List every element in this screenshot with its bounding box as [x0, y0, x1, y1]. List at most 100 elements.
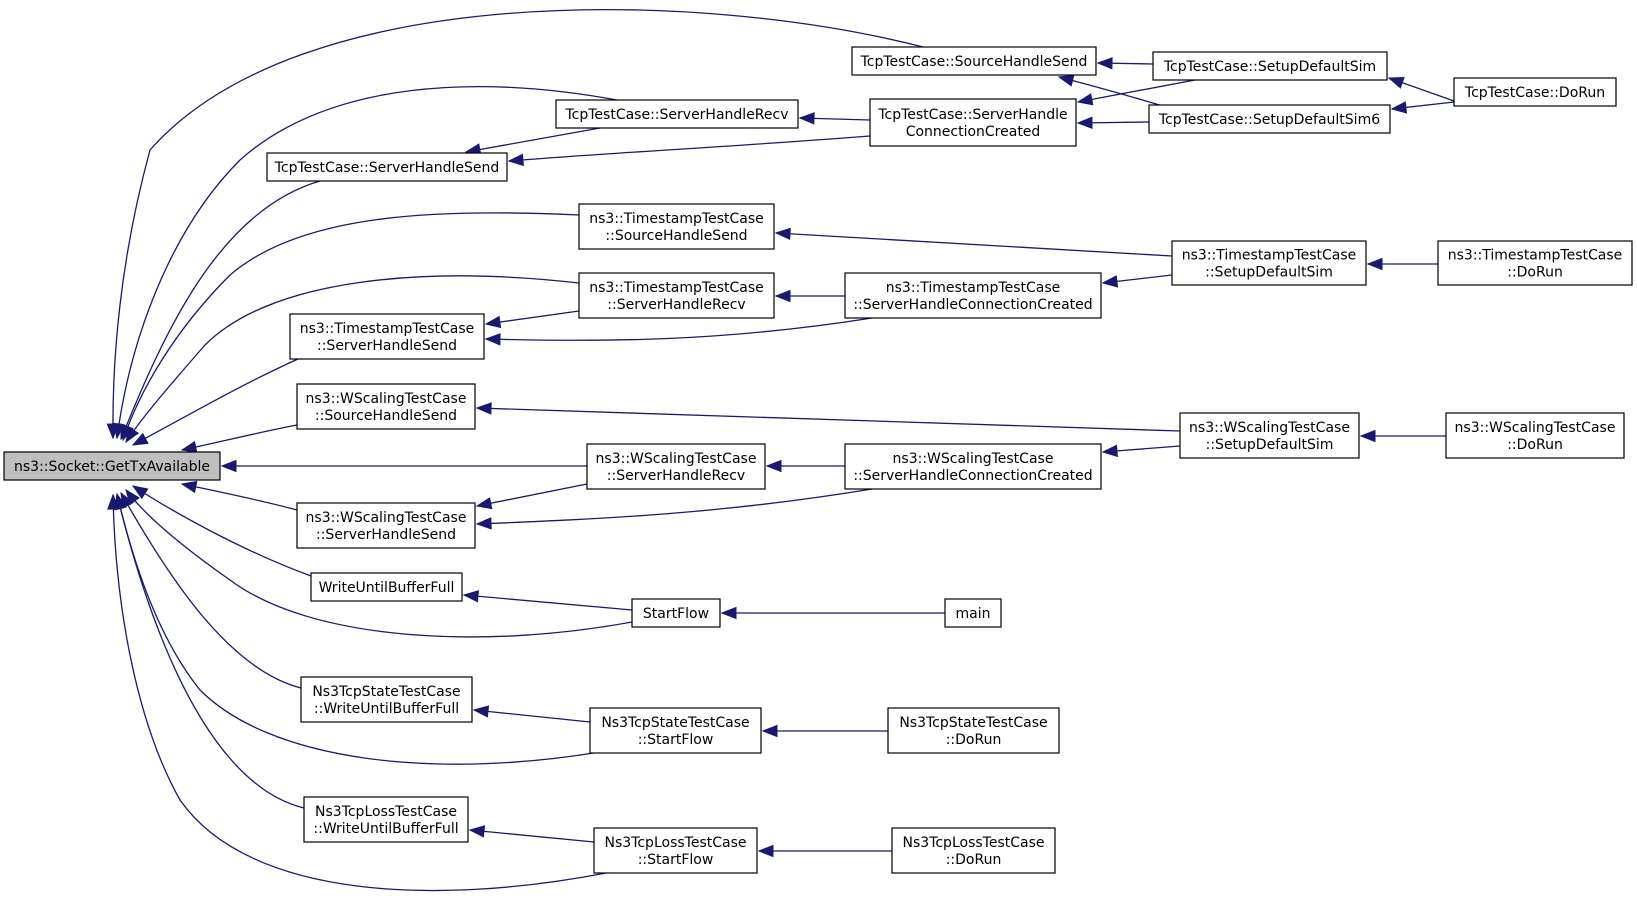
arrowhead	[1101, 275, 1119, 288]
call-graph-nodes: ns3::Socket::GetTxAvailable TcpTestCase::…	[3, 46, 1633, 874]
call-edge-ws_server_recv-to-ws_server_send	[475, 483, 588, 510]
call-edge-ws_conn_created-to-ws_server_send	[475, 488, 873, 530]
node-ts-setup[interactable]: ns3::TimestampTestCase::SetupDefaultSim	[1171, 240, 1367, 286]
node-loss-start[interactable]: Ns3TcpLossTestCase::StartFlow	[593, 827, 758, 874]
node-box	[555, 99, 799, 129]
node-ts-server-recv[interactable]: ns3::TimestampTestCase::ServerHandleRecv	[578, 272, 775, 319]
node-ws-setup[interactable]: ns3::WScalingTestCase::SetupDefaultSim	[1179, 412, 1360, 459]
call-edge-state_start-to-state_write	[472, 705, 591, 723]
node-tcp-setup[interactable]: TcpTestCase::SetupDefaultSim	[1152, 51, 1388, 81]
arrowhead	[774, 227, 791, 241]
arrowhead	[484, 315, 502, 329]
node-ws-source-send[interactable]: ns3::WScalingTestCase::SourceHandleSend	[296, 383, 476, 430]
node-label: WriteUntilBufferFull	[319, 580, 455, 596]
arrowhead	[757, 844, 774, 858]
call-edge-ts_conn_created-to-ts_server_recv	[774, 289, 845, 303]
arrowhead	[1390, 101, 1408, 114]
node-label: ::ServerHandleSend	[316, 527, 456, 543]
node-label: Ns3TcpStateTestCase	[312, 684, 460, 700]
node-loss-write[interactable]: Ns3TcpLossTestCase::WriteUntilBufferFull	[303, 796, 469, 843]
node-tcp-server-recv[interactable]: TcpTestCase::ServerHandleRecv	[555, 99, 799, 129]
arrowhead	[1359, 429, 1376, 443]
node-write-until-full[interactable]: WriteUntilBufferFull	[310, 572, 463, 602]
node-root[interactable]: ns3::Socket::GetTxAvailable	[3, 451, 221, 481]
edge-line	[120, 180, 321, 440]
node-box	[631, 598, 721, 628]
node-box	[589, 707, 762, 754]
node-label: ns3::WScalingTestCase	[306, 510, 467, 526]
node-ts-source-send[interactable]: ns3::TimestampTestCase::SourceHandleSend	[578, 203, 775, 250]
edge-line	[463, 594, 633, 611]
call-edge-ws_server_send-to-root	[180, 480, 298, 511]
arrowhead	[484, 333, 501, 346]
node-tcp-source-send[interactable]: TcpTestCase::SourceHandleSend	[851, 46, 1097, 76]
node-state-dorun[interactable]: Ns3TcpStateTestCase::DoRun	[887, 707, 1060, 754]
node-label: ::ServerHandleConnectionCreated	[853, 468, 1092, 484]
node-box	[586, 443, 766, 490]
node-tcp-setup6[interactable]: TcpTestCase::SetupDefaultSim6	[1148, 104, 1391, 134]
node-label: Ns3TcpStateTestCase	[601, 715, 749, 731]
call-edge-ws_dorun-to-ws_setup	[1359, 429, 1446, 443]
arrowhead	[220, 459, 237, 473]
node-label: ::DoRun	[1507, 265, 1563, 281]
edge-line	[473, 709, 591, 723]
node-label: ns3::TimestampTestCase	[886, 280, 1061, 296]
node-start-flow[interactable]: StartFlow	[631, 598, 721, 628]
arrowhead	[468, 825, 486, 838]
arrowhead	[475, 402, 492, 415]
arrowhead	[475, 497, 493, 510]
node-label: ns3::TimestampTestCase	[589, 280, 764, 296]
call-edge-main-to-start_flow	[720, 606, 945, 620]
edge-line	[485, 317, 873, 342]
arrowhead	[1366, 257, 1383, 271]
node-state-start[interactable]: Ns3TcpStateTestCase::StartFlow	[589, 707, 762, 754]
node-label: ns3::TimestampTestCase	[1182, 248, 1357, 264]
arrowhead	[107, 493, 120, 510]
node-box	[1171, 240, 1367, 286]
node-box	[266, 152, 508, 182]
node-ts-server-send[interactable]: ns3::TimestampTestCase::ServerHandleSend	[289, 313, 485, 360]
node-ws-server-recv[interactable]: ns3::WScalingTestCase::ServerHandleRecv	[586, 443, 766, 490]
call-edge-tcp_setup-to-tcp_source_send	[1096, 57, 1154, 70]
node-label: ns3::WScalingTestCase	[306, 391, 467, 407]
node-state-write[interactable]: Ns3TcpStateTestCase::WriteUntilBufferFul…	[300, 676, 473, 723]
edge-line	[116, 494, 305, 809]
node-ts-conn-created[interactable]: ns3::TimestampTestCase::ServerHandleConn…	[844, 272, 1102, 319]
node-label: TcpTestCase::ServerHandle	[877, 107, 1067, 123]
node-ws-conn-created[interactable]: ns3::WScalingTestCase::ServerHandleConne…	[844, 443, 1102, 490]
node-label: TcpTestCase::ServerHandleRecv	[565, 107, 789, 123]
arrowhead	[1096, 57, 1113, 70]
node-label: ns3::TimestampTestCase	[589, 211, 764, 227]
node-box	[1152, 51, 1388, 81]
arrowhead	[1076, 116, 1093, 130]
node-tcp-dorun[interactable]: TcpTestCase::DoRun	[1453, 77, 1617, 107]
edge-line	[476, 488, 873, 525]
node-main[interactable]: main	[944, 598, 1002, 628]
node-box	[310, 572, 463, 602]
node-label: ns3::Socket::GetTxAvailable	[14, 459, 210, 475]
edge-line	[508, 135, 871, 162]
node-tcp-server-send[interactable]: TcpTestCase::ServerHandleSend	[266, 152, 508, 182]
node-tcp-conn-created[interactable]: TcpTestCase::ServerHandleConnectionCreat…	[869, 98, 1077, 147]
edge-line	[112, 494, 607, 892]
node-loss-dorun[interactable]: Ns3TcpLossTestCase::DoRun	[891, 827, 1056, 874]
call-edge-ws_setup-to-ws_source_send	[475, 402, 1181, 432]
call-edge-ws_server_recv-to-root	[220, 459, 587, 473]
arrowhead	[180, 480, 198, 494]
node-ts-dorun[interactable]: ns3::TimestampTestCase::DoRun	[1437, 240, 1633, 286]
edge-line	[116, 493, 601, 765]
node-ws-server-send[interactable]: ns3::WScalingTestCase::ServerHandleSend	[296, 502, 476, 549]
node-ws-dorun[interactable]: ns3::WScalingTestCase::DoRun	[1445, 412, 1625, 459]
edge-line	[465, 127, 601, 153]
edge-line	[476, 407, 1181, 432]
node-label: StartFlow	[643, 606, 709, 622]
edge-line	[112, 9, 924, 439]
call-edge-tcp_server_send-to-root	[120, 180, 321, 441]
node-box	[296, 502, 476, 549]
node-box	[1453, 77, 1617, 107]
arrowhead	[761, 724, 778, 738]
node-label: ::WriteUntilBufferFull	[314, 701, 459, 717]
call-edge-ws_source_send-to-root	[180, 424, 298, 454]
edge-line	[181, 483, 298, 511]
node-label: ::WriteUntilBufferFull	[313, 821, 458, 837]
